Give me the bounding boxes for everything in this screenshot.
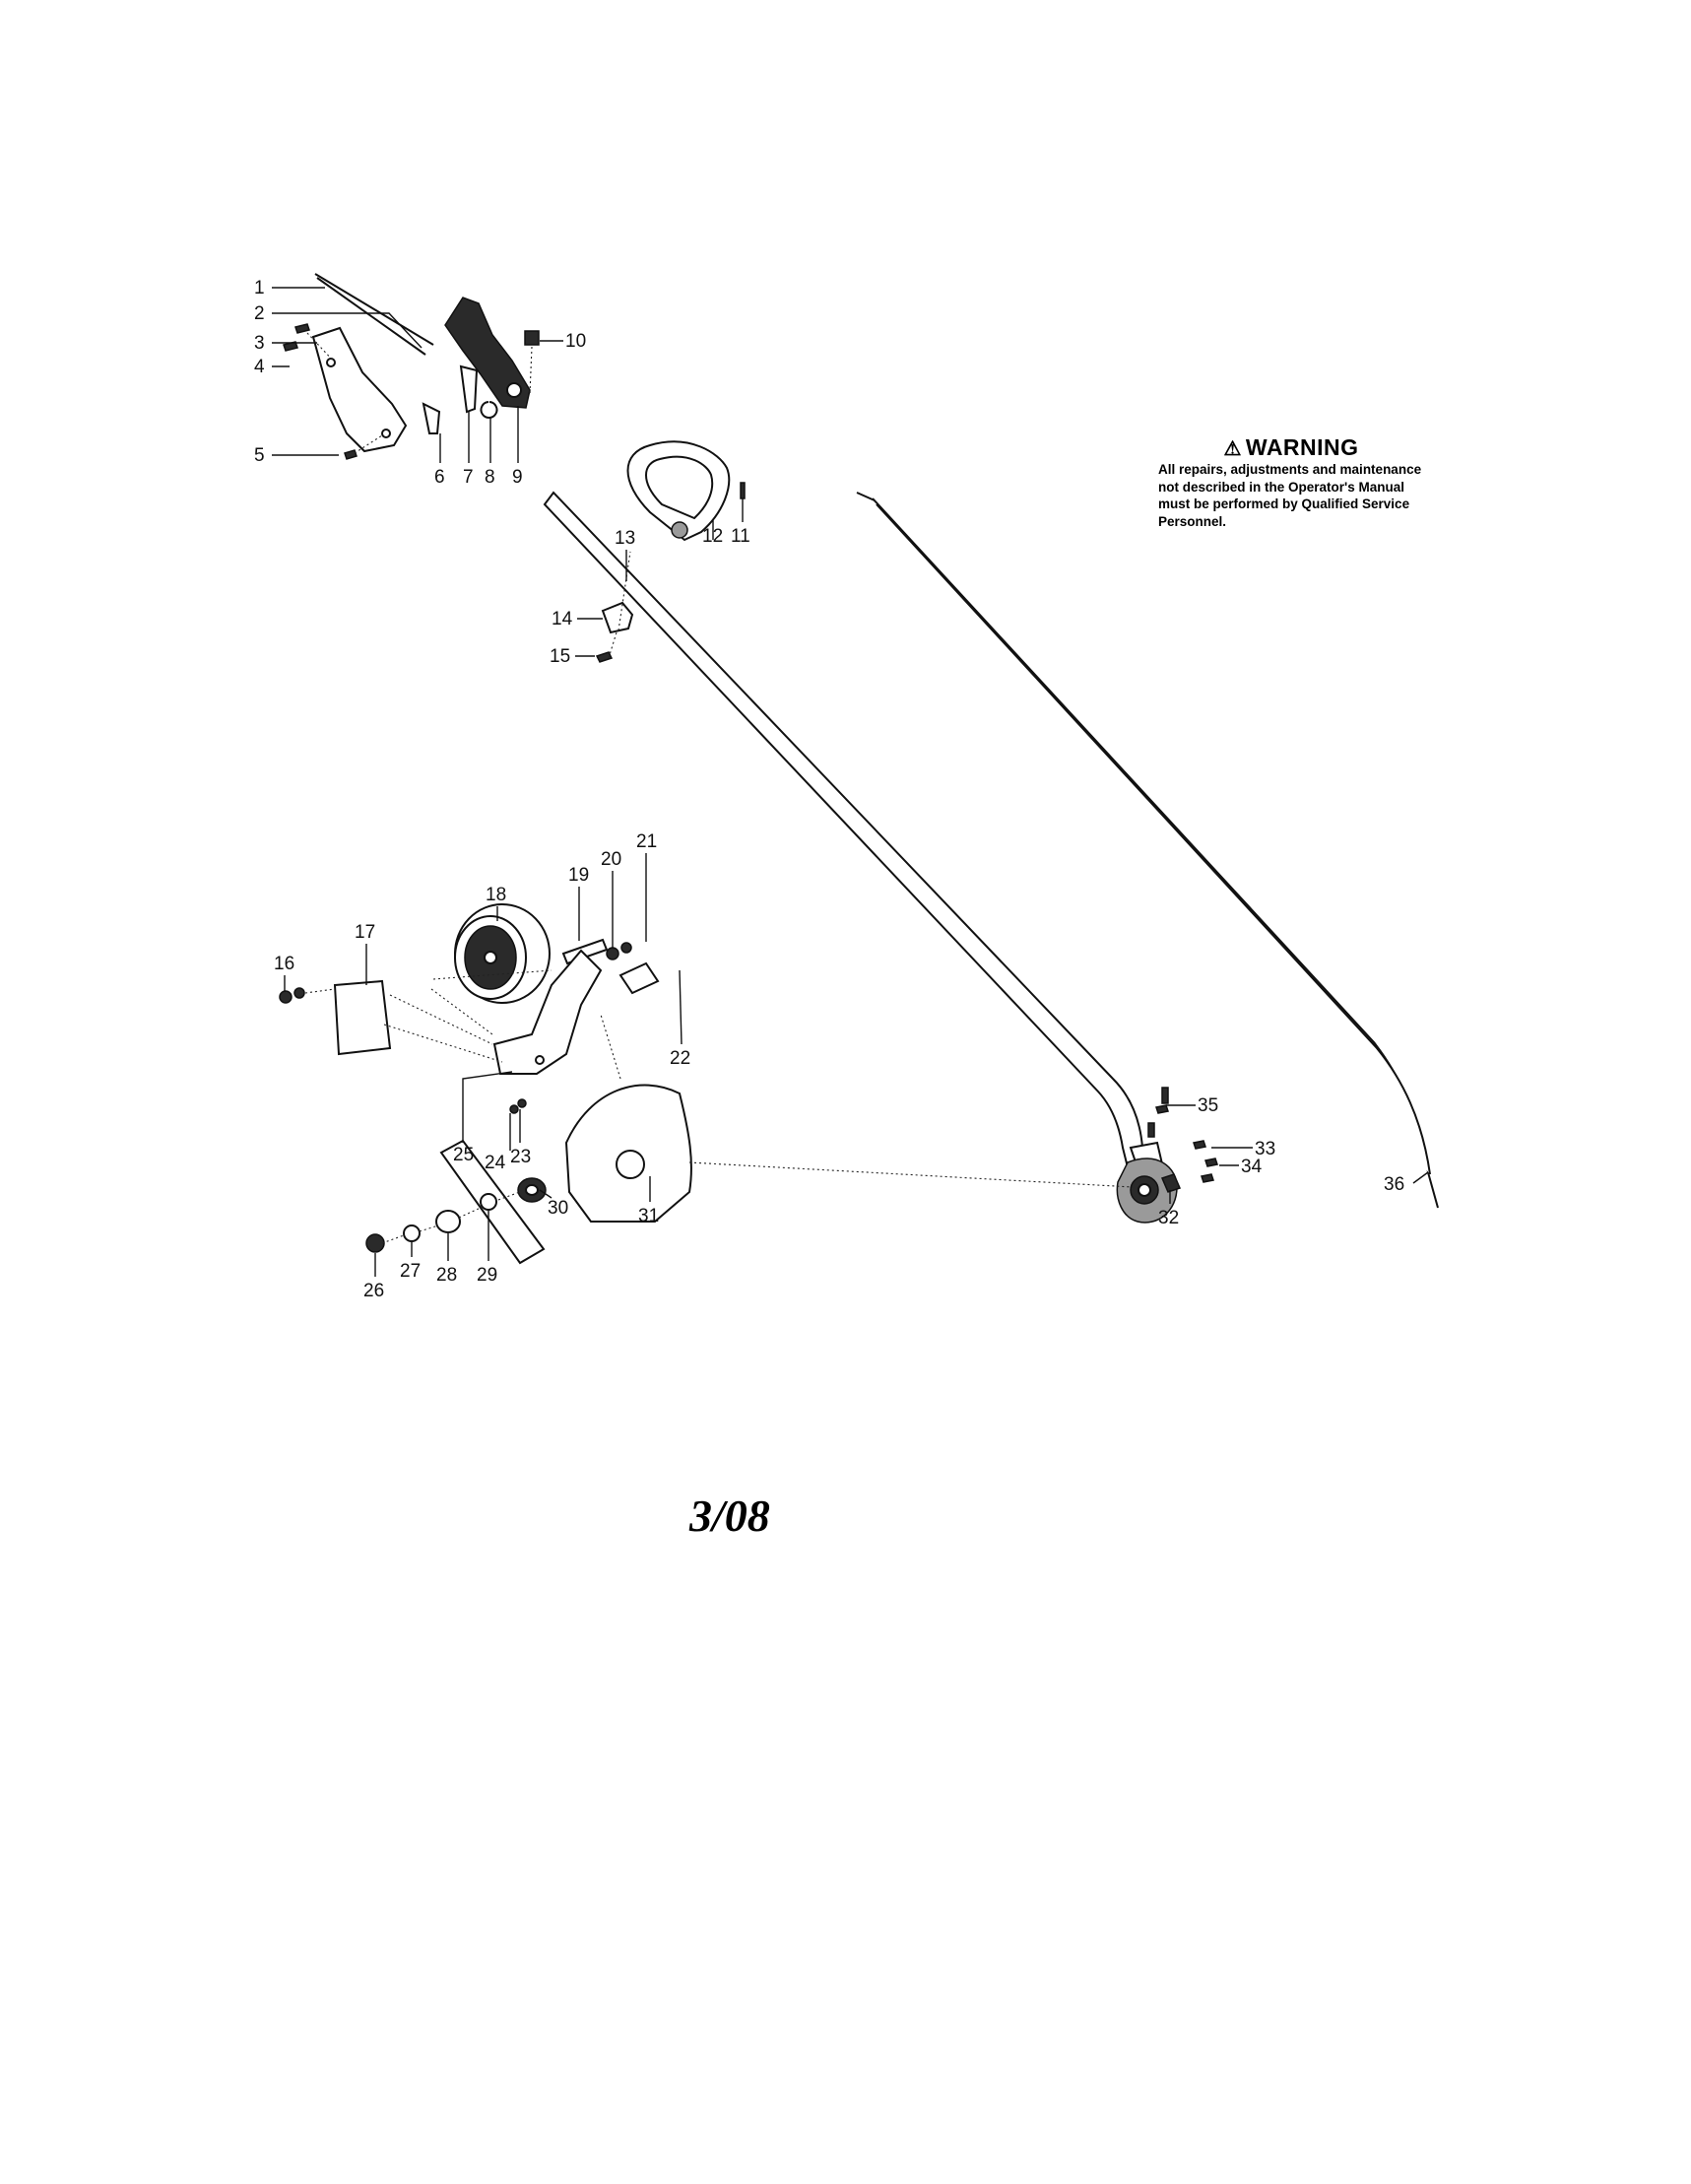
callout-30: 30 [548,1198,568,1219]
revision-date: 3/08 [689,1490,770,1541]
callout-9: 9 [512,467,523,488]
callout-6: 6 [434,467,445,488]
throttle-assembly [283,273,540,460]
warning-title-text: WARNING [1245,434,1359,460]
edger-head-assembly [279,903,1134,1265]
callout-32: 32 [1158,1208,1179,1228]
shaft-assembly [543,440,1144,1168]
callout-labels: 1 2 3 4 5 6 7 8 9 10 11 12 13 14 15 16 1… [254,278,1404,1301]
callout-28: 28 [436,1265,457,1286]
drive-shaft [856,492,1439,1209]
callout-31: 31 [638,1206,659,1226]
callout-15: 15 [550,646,570,667]
callout-17: 17 [355,922,375,943]
callout-4: 4 [254,357,265,377]
callout-16: 16 [274,954,294,974]
callout-26: 26 [363,1281,384,1301]
callout-24: 24 [485,1153,506,1173]
callout-35: 35 [1198,1095,1218,1116]
warning-text: All repairs, adjustments and maintenance… [1158,462,1422,529]
callout-1: 1 [254,278,265,298]
callout-22: 22 [670,1048,690,1069]
callout-25: 25 [453,1145,474,1165]
callout-27: 27 [400,1261,421,1282]
callout-13: 13 [615,528,635,549]
gearbox-assembly [1116,1087,1218,1224]
callout-20: 20 [601,849,621,870]
callout-21: 21 [636,831,657,852]
callout-33: 33 [1255,1139,1275,1159]
callout-36: 36 [1384,1174,1404,1195]
callout-12: 12 [702,526,723,547]
callout-5: 5 [254,445,265,466]
warning-title: ⚠WARNING [1158,435,1424,461]
callout-10: 10 [565,331,586,352]
callout-18: 18 [486,885,506,905]
callout-7: 7 [463,467,474,488]
warning-triangle-icon: ⚠ [1223,438,1242,460]
callout-14: 14 [552,609,573,629]
callout-19: 19 [568,865,589,886]
callout-8: 8 [485,467,495,488]
warning-notice: ⚠WARNING All repairs, adjustments and ma… [1158,435,1424,530]
callout-34: 34 [1241,1157,1263,1177]
callout-11: 11 [731,526,750,547]
callout-29: 29 [477,1265,497,1286]
callout-23: 23 [510,1147,531,1167]
callout-3: 3 [254,333,265,354]
callout-2: 2 [254,303,265,324]
leader-lines [272,287,1429,1277]
